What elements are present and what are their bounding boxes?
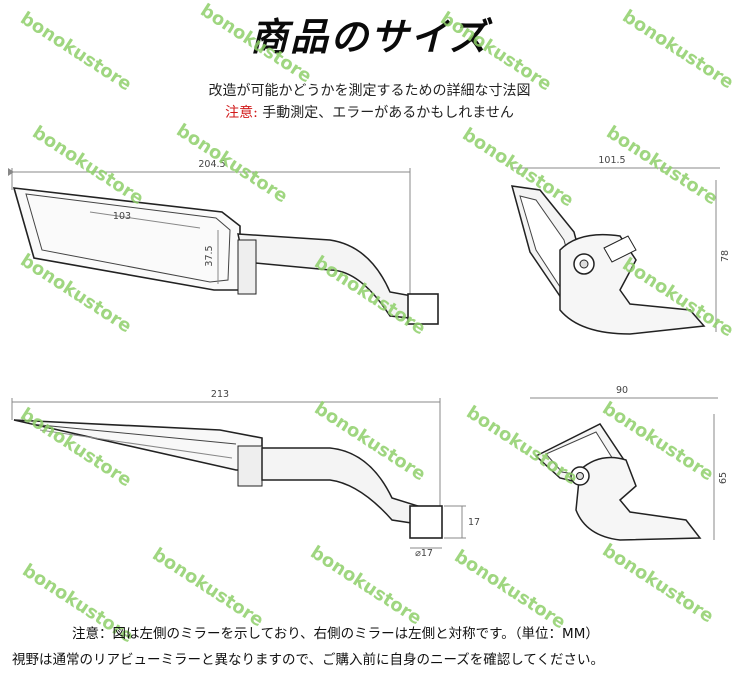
footer-note: 注意：図は左側のミラーを示しており、右側のミラーは左側と対称です。（単位：MM） — [72, 626, 599, 642]
dim-bottom-left-width: 213 — [211, 389, 229, 400]
dim-top-right-width: 101.5 — [598, 155, 625, 166]
dim-bottom-left-side: 17 — [468, 517, 480, 528]
dim-bottom-right-width: 90 — [616, 385, 628, 396]
dim-top-left-height: 37.5 — [204, 245, 215, 266]
mirror-bottom-right-drawing — [530, 397, 718, 541]
page-title: 商品のサイズ — [250, 15, 489, 59]
dim-top-left-inner: 103 — [113, 211, 131, 222]
mirror-top-left-drawing — [8, 168, 439, 325]
note-text: 手動測定、エラーがあるかもしれません — [257, 105, 514, 121]
subtitle: 改造が可能かどうかを測定するための詳細な寸法図 — [208, 83, 531, 99]
dim-bottom-right-height: 65 — [718, 472, 729, 484]
note-label: 注意: — [225, 105, 258, 121]
mirror-bottom-left-drawing — [11, 398, 466, 549]
mirror-top-right-drawing — [510, 167, 720, 335]
dim-top-right-height: 78 — [720, 250, 731, 262]
dim-top-left-width: 204.5 — [198, 159, 225, 170]
measurement-note: 注意: 手動測定、エラーがあるかもしれません — [0, 102, 739, 122]
footer-warning: 視野は通常のリアビューミラーと異なりますので、ご購入前に自身のニーズを確認してく… — [12, 652, 604, 668]
dim-bottom-left-diameter: ⌀17 — [415, 548, 433, 559]
